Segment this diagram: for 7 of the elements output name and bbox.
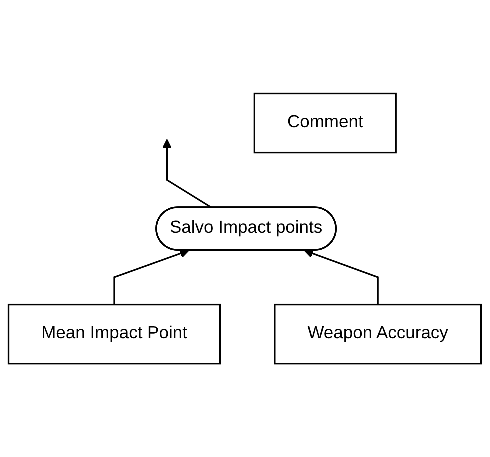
diagram: Comment Salvo Impact points Mean Impact Point Weapon Accuracy bbox=[0, 84, 490, 372]
node-box bbox=[274, 304, 482, 364]
arrow bbox=[114, 248, 190, 304]
arrow bbox=[304, 248, 379, 304]
node-box bbox=[8, 304, 222, 364]
arrow bbox=[162, 138, 213, 208]
node-box bbox=[254, 92, 397, 154]
